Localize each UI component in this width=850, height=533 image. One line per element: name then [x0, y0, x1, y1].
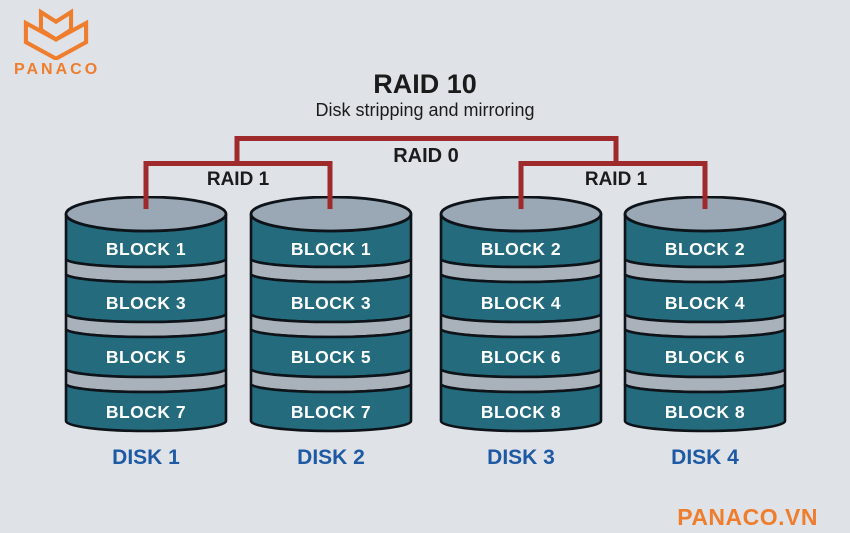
block-label: BLOCK 3	[106, 293, 186, 313]
block-label: BLOCK 5	[106, 347, 186, 367]
brand-name: PANACO	[14, 61, 101, 78]
raid1-left-label: RAID 1	[206, 169, 270, 190]
disk-4: BLOCK 2 BLOCK 4 BLOCK 6 BLOCK 8 DISK 4	[620, 196, 790, 486]
block-label: BLOCK 1	[291, 239, 371, 259]
site-watermark: PANACO.VN	[677, 504, 818, 530]
block-label: BLOCK 7	[291, 402, 371, 422]
disk-2: BLOCK 1 BLOCK 3 BLOCK 5 BLOCK 7 DISK 2	[246, 196, 416, 486]
block-label: BLOCK 6	[665, 347, 745, 367]
diagram-header: RAID 10 Disk stripping and mirroring	[0, 70, 850, 121]
disk-name-label: DISK 3	[487, 446, 555, 469]
disk-top-ellipse	[64, 196, 228, 233]
block-label: BLOCK 8	[665, 402, 745, 422]
disk-name-label: DISK 4	[671, 446, 739, 469]
block-label: BLOCK 3	[291, 293, 371, 313]
raid1-right-label: RAID 1	[584, 169, 648, 190]
block-label: BLOCK 6	[481, 347, 561, 367]
disk-top-ellipse	[439, 196, 603, 233]
block-label: BLOCK 4	[665, 293, 745, 313]
block-label: BLOCK 2	[481, 239, 561, 259]
disk-3: BLOCK 2 BLOCK 4 BLOCK 6 BLOCK 8 DISK 3	[436, 196, 606, 486]
disk-name-label: DISK 1	[112, 446, 180, 469]
brand-logo: PANACO	[14, 8, 124, 78]
disk-segment	[623, 383, 787, 433]
block-label: BLOCK 7	[106, 402, 186, 422]
page-title: RAID 10	[373, 69, 477, 99]
block-label: BLOCK 1	[106, 239, 186, 259]
disk-segment	[249, 383, 413, 433]
block-label: BLOCK 8	[481, 402, 561, 422]
open-book-logo-icon	[23, 8, 89, 60]
disk-name-label: DISK 2	[297, 446, 365, 469]
disk-segment	[64, 383, 228, 433]
block-label: BLOCK 4	[481, 293, 561, 313]
block-label: BLOCK 2	[665, 239, 745, 259]
disk-1: BLOCK 1 BLOCK 3 BLOCK 5 BLOCK 7 DISK 1	[61, 196, 231, 486]
disk-top-ellipse	[623, 196, 787, 233]
block-label: BLOCK 5	[291, 347, 371, 367]
page-subtitle: Disk stripping and mirroring	[315, 100, 535, 121]
disk-segment	[439, 383, 603, 433]
disk-top-ellipse	[249, 196, 413, 233]
raid0-label: RAID 0	[393, 145, 459, 167]
